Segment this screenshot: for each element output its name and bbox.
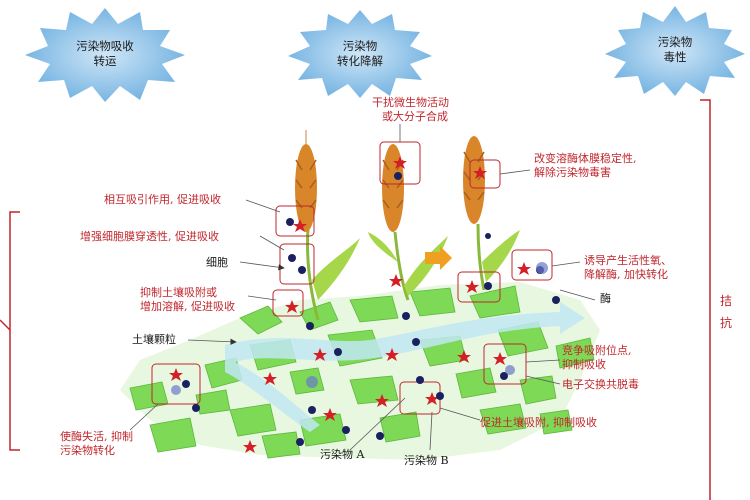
annotation-soil-adsorb: 抑制土壤吸附或 增加溶解, 促进吸收: [140, 286, 235, 314]
annotation-interfere-line1: 干扰微生物活动: [372, 96, 449, 109]
header-uptake-line1: 污染物吸收: [76, 39, 134, 53]
enzyme-blobs: [171, 262, 548, 395]
annotation-compete: 竞争吸附位点, 抑制吸收: [562, 344, 632, 372]
annotation-soil-adsorb-line2: 增加溶解, 促进吸收: [140, 300, 235, 313]
annotation-compete-line1: 竞争吸附位点,: [562, 344, 632, 357]
header-toxicity: 污染物 毒性: [640, 35, 710, 65]
annotation-attract: 相互吸引作用, 促进吸收: [104, 193, 221, 206]
annotation-membrane-line2: 解除污染物毒害: [534, 166, 611, 179]
annotation-membrane-line1: 改变溶酶体膜稳定性,: [534, 152, 637, 165]
annotation-induce-line1: 诱导产生活性氧、: [584, 254, 672, 267]
leader-lines: [129, 124, 596, 451]
left-bracket: [9, 211, 20, 451]
label-pollutant-b: 污染物 B: [404, 454, 449, 467]
annotation-interfere: 干扰微生物活动 或大分子合成: [372, 96, 449, 124]
annotation-induce-line2: 降解酶, 加快转化: [584, 268, 668, 281]
annotation-promote-adsorb: 促进土壤吸附, 抑制吸收: [480, 416, 597, 429]
annotation-compete-line2: 抑制吸收: [562, 358, 606, 371]
annotation-soil-particle: 土壤颗粒: [132, 333, 176, 346]
header-toxicity-line1: 污染物: [657, 35, 693, 49]
annotation-antagonism: 拮 抗: [720, 290, 732, 334]
transport-flow-arrow: [225, 302, 585, 432]
annotation-soil-adsorb-line1: 抑制土壤吸附或: [140, 286, 217, 299]
annotation-enzyme: 酶: [600, 292, 611, 305]
annotation-interfere-line2: 或大分子合成: [382, 110, 448, 123]
annotation-induce: 诱导产生活性氧、 降解酶, 加快转化: [584, 254, 672, 282]
annotation-deactivate-line2: 污染物转化: [60, 444, 115, 457]
header-transform-line2: 转化降解: [337, 54, 383, 68]
header-uptake: 污染物吸收 转运: [70, 39, 140, 69]
pollutant-a-markers: [169, 156, 531, 453]
header-uptake-line2: 转运: [93, 54, 117, 68]
label-pollutant-a: 污染物 A: [320, 448, 365, 461]
transfer-arrow: [425, 246, 452, 270]
annotation-permeability: 增强细胞膜穿透性, 促进吸收: [80, 230, 219, 243]
annotation-membrane: 改变溶酶体膜稳定性, 解除污染物毒害: [534, 152, 637, 180]
annotation-antagonism-char2: 抗: [720, 316, 733, 330]
header-burst-2: [288, 10, 432, 98]
wheat-plant-3: [463, 136, 520, 291]
header-burst-1: [25, 8, 185, 102]
header-transform: 污染物 转化降解: [325, 39, 395, 69]
wheat-plant-1: [295, 130, 360, 321]
header-burst-3: [605, 6, 745, 96]
antagonism-bracket: [700, 99, 711, 500]
header-transform-line1: 污染物: [342, 39, 378, 53]
header-toxicity-line2: 毒性: [663, 50, 687, 64]
annotation-electron: 电子交换共脱毒: [562, 378, 639, 391]
annotation-deactivate-line1: 使酶失活, 抑制: [60, 430, 133, 443]
annotation-antagonism-char1: 拮: [720, 294, 733, 308]
annotation-deactivate: 使酶失活, 抑制 污染物转化: [60, 430, 133, 458]
annotation-cell: 细胞: [206, 256, 228, 269]
